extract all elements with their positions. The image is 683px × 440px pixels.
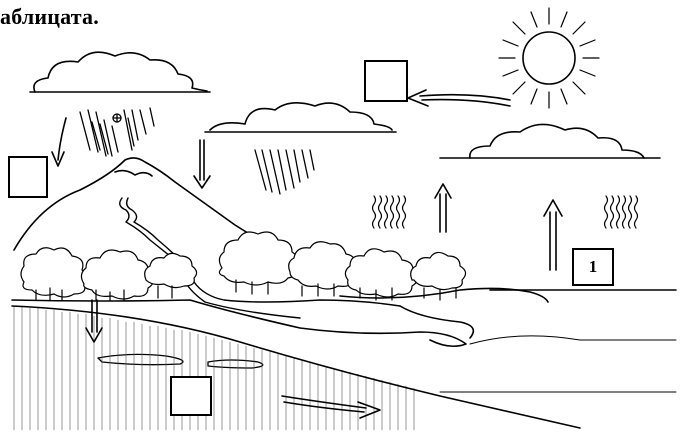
answer-box-precipitation[interactable] xyxy=(8,156,48,198)
answer-box-label: 1 xyxy=(588,257,598,276)
sea xyxy=(439,335,677,393)
forest-middle xyxy=(218,231,359,297)
mountain xyxy=(13,157,281,251)
answer-box-underground[interactable] xyxy=(170,376,212,416)
cloud-middle xyxy=(204,102,397,133)
cloud-top-left xyxy=(29,51,211,93)
forest-left xyxy=(20,247,198,301)
groundwater-flow-arrow xyxy=(281,395,381,419)
evaporation-arrow-2 xyxy=(543,199,563,271)
answer-box-label xyxy=(366,62,406,100)
infiltration-arrow xyxy=(85,299,103,343)
precip-arrow-middle xyxy=(193,139,211,189)
answer-box-label xyxy=(172,378,210,414)
land-outline xyxy=(11,287,677,348)
cloud-right xyxy=(439,123,661,159)
evaporation-arrow-1 xyxy=(434,183,452,233)
page-title: аблицата. xyxy=(0,4,99,29)
ground-water-lenses xyxy=(97,353,264,369)
answer-box-sun-arrow[interactable] xyxy=(364,60,408,102)
vapor-squiggle-left xyxy=(371,195,407,229)
sun-icon xyxy=(498,7,600,109)
answer-box-label xyxy=(10,158,46,196)
sun-to-box-arrow xyxy=(407,89,511,107)
forest-right xyxy=(344,248,467,301)
vapor-squiggle-right xyxy=(603,195,639,229)
soil-boundary xyxy=(11,305,581,429)
rain-snow-top-left xyxy=(79,107,155,157)
precip-arrow-left xyxy=(51,117,67,167)
rain-middle xyxy=(254,149,315,195)
answer-box-evaporation[interactable]: 1 xyxy=(572,248,614,286)
